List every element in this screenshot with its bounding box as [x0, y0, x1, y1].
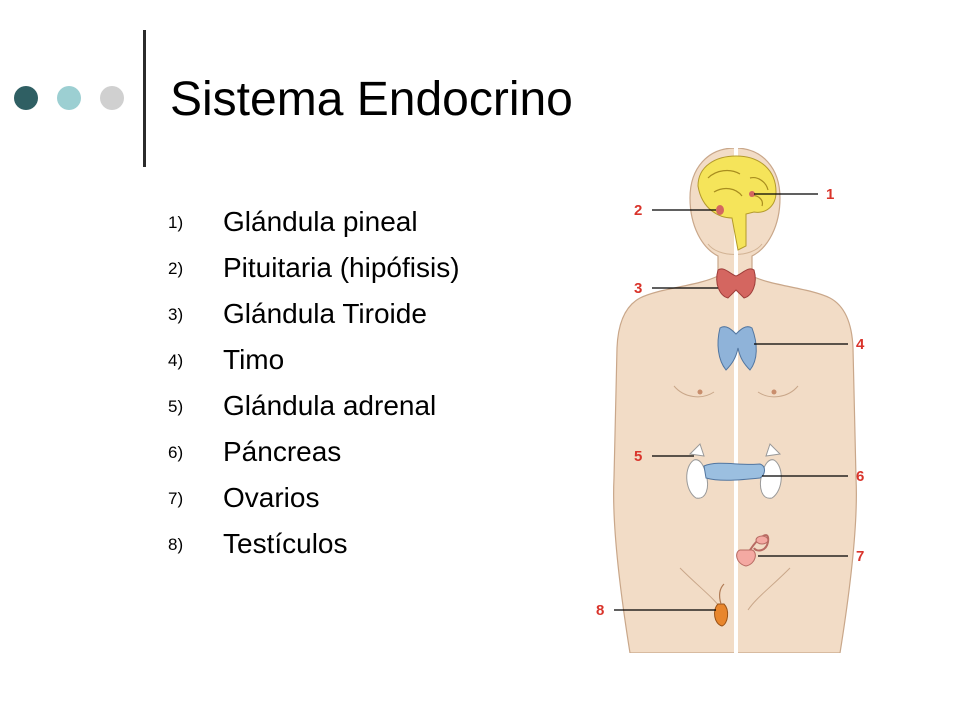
- item-label: Glándula Tiroide: [223, 298, 427, 329]
- list-item: 7) Ovarios: [168, 481, 518, 514]
- nipple-right: [771, 389, 777, 395]
- item-number: 7): [168, 489, 184, 508]
- pancreas: [703, 462, 765, 481]
- item-label: Glándula pineal: [223, 206, 418, 237]
- dot-dark: [14, 86, 38, 110]
- list-item: 8) Testículos: [168, 527, 518, 560]
- callout-2: 2: [634, 202, 642, 219]
- slide-title: Sistema Endocrino: [170, 73, 573, 126]
- item-label: Testículos: [223, 528, 348, 559]
- endocrine-body-diagram: 1 2 3 4 5 6 7 8: [596, 148, 865, 653]
- callout-7: 7: [856, 548, 864, 565]
- list-item: 6) Páncreas: [168, 435, 518, 468]
- chest-left: [673, 385, 715, 398]
- item-label: Páncreas: [223, 436, 342, 467]
- testis: [714, 603, 729, 627]
- item-number: 5): [168, 397, 184, 416]
- callout-numbers: 1 2 3 4 5 6 7 8: [596, 186, 865, 619]
- item-number: 6): [168, 443, 184, 462]
- callout-8: 8: [596, 602, 604, 619]
- item-label: Pituitaria (hipófisis): [223, 252, 460, 283]
- adrenal-gland-left: [688, 443, 705, 457]
- item-label: Ovarios: [223, 482, 320, 513]
- item-number: 1): [168, 213, 184, 232]
- brain-folds: [707, 169, 769, 207]
- callout-5: 5: [634, 448, 642, 465]
- list-item: 5) Glándula adrenal: [168, 389, 518, 422]
- callout-4: 4: [856, 336, 865, 353]
- uterus: [736, 549, 756, 567]
- kidney-left: [686, 459, 709, 499]
- callout-1: 1: [826, 186, 834, 203]
- nipple-left: [697, 389, 703, 395]
- dot-teal: [57, 86, 81, 110]
- ovary: [755, 535, 769, 545]
- title-divider: [143, 30, 146, 167]
- kidney-right: [759, 459, 782, 499]
- list-item: 3) Glándula Tiroide: [168, 297, 518, 330]
- item-label: Timo: [223, 344, 285, 375]
- gland-list: 1) Glándula pineal 2) Pituitaria (hipófisi…: [168, 205, 518, 573]
- callout-lines: [614, 193, 848, 611]
- adrenal-gland-right: [765, 443, 782, 457]
- thymus-gland: [717, 326, 757, 371]
- testis-duct: [718, 583, 725, 605]
- dot-gray: [100, 86, 124, 110]
- item-number: 4): [168, 351, 184, 370]
- list-item: 1) Glándula pineal: [168, 205, 518, 238]
- pineal-gland: [749, 191, 755, 197]
- item-number: 3): [168, 305, 184, 324]
- thyroid-gland: [716, 268, 756, 299]
- chest-right: [757, 385, 799, 398]
- decorative-dots: [14, 86, 124, 112]
- pituitary-gland: [716, 205, 724, 215]
- item-number: 2): [168, 259, 184, 278]
- callout-6: 6: [856, 468, 864, 485]
- item-number: 8): [168, 535, 184, 554]
- item-label: Glándula adrenal: [223, 390, 437, 421]
- list-item: 4) Timo: [168, 343, 518, 376]
- list-item: 2) Pituitaria (hipófisis): [168, 251, 518, 284]
- callout-3: 3: [634, 280, 642, 297]
- hip-line-right: [747, 567, 791, 611]
